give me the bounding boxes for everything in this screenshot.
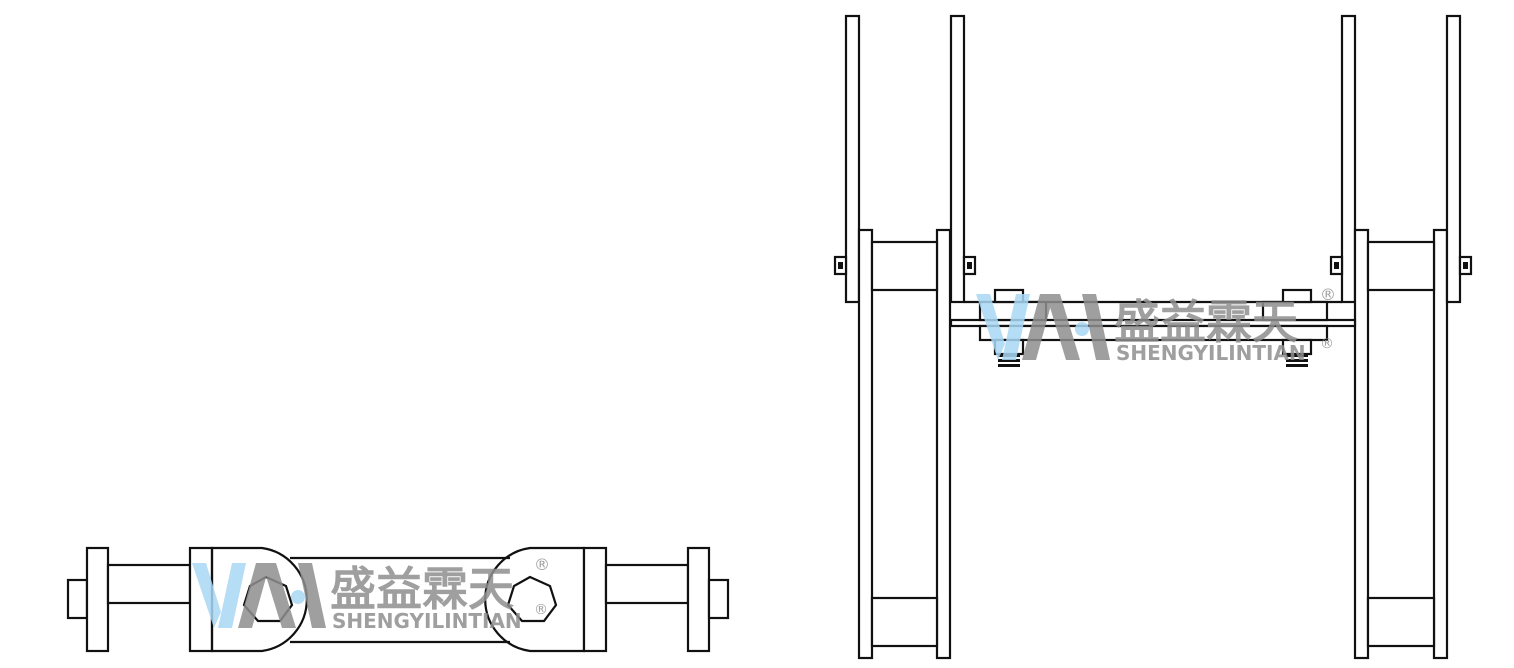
left-end-flange	[85, 546, 110, 653]
right-inner-tab-mark	[1334, 262, 1339, 269]
registered-mark-2: ®	[1320, 336, 1334, 352]
registered-mark-2: ®	[534, 602, 548, 618]
right-lower-spacer	[1366, 596, 1436, 648]
watermark-left: 盛益霖天 SHENGYILINTIAN ® ®	[192, 555, 550, 633]
registered-mark: ®	[1320, 285, 1336, 304]
left-inner-tab-mark	[967, 262, 972, 269]
right-end-flange	[686, 546, 711, 653]
right-hex-bolt	[506, 575, 558, 623]
right-end-nut	[707, 578, 730, 620]
left-outer-arm	[844, 14, 861, 304]
right-bolt-head	[1281, 288, 1313, 304]
left-inner-plate	[935, 228, 952, 660]
right-link-body	[484, 546, 586, 653]
right-inner-plate	[1353, 228, 1370, 660]
left-shaft	[106, 563, 192, 605]
brand-name-cn: 盛益霖天	[330, 562, 514, 616]
watermark-right: 盛益霖天 SHENGYILINTIAN ® ®	[976, 285, 1336, 365]
right-side-plate	[1432, 228, 1449, 660]
brand-name-en: SHENGYILINTIAN	[1116, 341, 1306, 365]
left-side-plate	[857, 228, 874, 660]
right-bolt-thread	[1286, 354, 1308, 367]
brand-logo	[192, 563, 326, 628]
brand-name-en: SHENGYILINTIAN	[332, 609, 522, 633]
right-upper-spacer	[1366, 240, 1436, 292]
right-outer-tab-mark	[1463, 262, 1468, 269]
brand-logo	[976, 294, 1110, 360]
left-end-nut	[66, 578, 89, 620]
right-inner-arm	[1340, 14, 1357, 304]
right-outer-arm	[1445, 14, 1462, 304]
brand-name-cn: 盛益霖天	[1114, 295, 1298, 349]
right-clamp-plate	[582, 546, 608, 653]
left-outer-tab-mark	[838, 262, 843, 269]
right-shaft	[604, 563, 690, 605]
registered-mark: ®	[534, 555, 550, 574]
left-upper-spacer	[870, 240, 939, 292]
left-inner-arm	[949, 14, 966, 304]
central-link-connector	[290, 556, 510, 644]
left-lower-spacer	[870, 596, 939, 648]
